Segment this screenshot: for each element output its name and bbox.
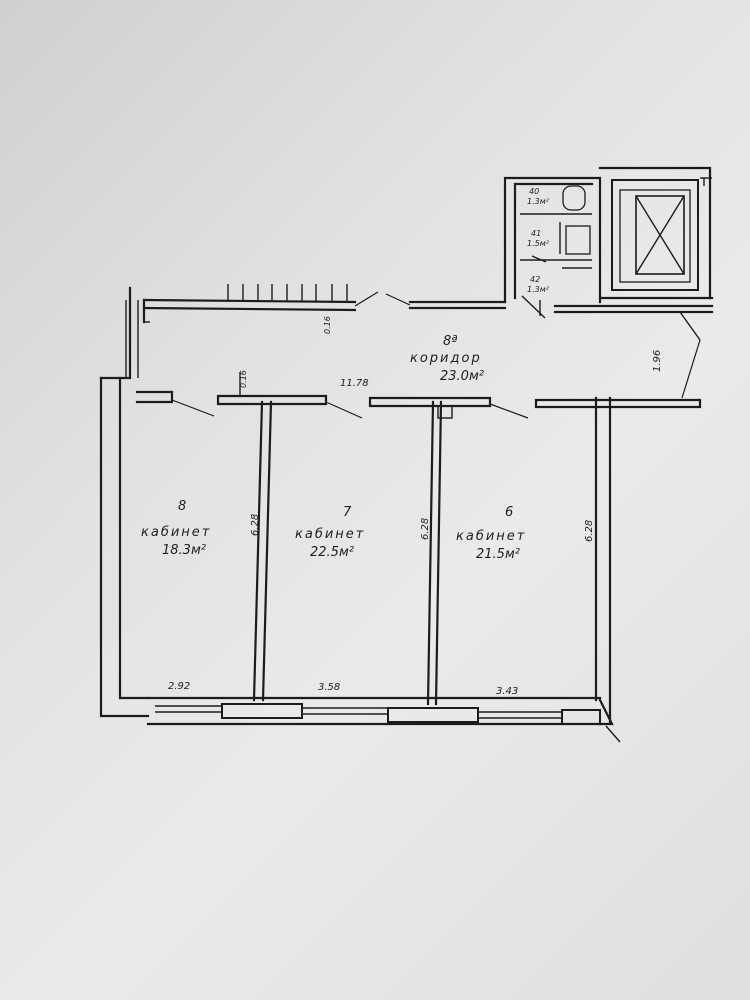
corridor-name: коридор	[410, 351, 482, 366]
room-8-name: кабинет	[141, 525, 211, 540]
window-segment	[387, 707, 479, 723]
elevator-shaft	[611, 179, 699, 291]
toilet-fixture	[562, 185, 586, 211]
room-7-area: 22.5м²	[310, 545, 354, 560]
room-6-area: 21.5м²	[476, 547, 520, 562]
wall-thickness-a: 0.16	[323, 316, 332, 334]
sanitary-labels: 40 1.3м² 41 1.5м² 42 1.3м²	[527, 187, 550, 294]
small-room-42-area: 1.3м²	[527, 285, 550, 294]
small-room-40-number: 40	[529, 187, 539, 196]
window-segment	[221, 703, 303, 719]
room-8-depth: 6.28	[250, 514, 261, 536]
small-room-41-number: 41	[531, 229, 541, 238]
room-7-name: кабинет	[295, 527, 365, 542]
corridor-length: 11.78	[340, 378, 369, 389]
small-room-40-area: 1.3м²	[527, 197, 550, 206]
wall-thickness-b: 0.16	[239, 370, 248, 388]
room-7-number: 7	[343, 505, 352, 520]
small-room-42-number: 42	[530, 275, 540, 284]
dimension-labels: 2.92 3.58 3.43 11.78 6.28 6.28 6.28 1.96…	[168, 316, 663, 697]
room-labels: 8 кабинет 18.3м² 7 кабинет 22.5м² 6 каби…	[141, 334, 526, 562]
room-8-area: 18.3м²	[162, 543, 206, 558]
sink-fixture	[565, 225, 591, 255]
room-6-name: кабинет	[456, 529, 526, 544]
doors	[171, 291, 701, 419]
radiator-ticks	[227, 284, 348, 302]
room-7-width: 3.58	[318, 682, 340, 693]
walls	[99, 166, 714, 743]
room-8-width: 2.92	[168, 681, 190, 692]
room-7-depth: 6.28	[420, 518, 431, 540]
window-segment	[561, 709, 601, 725]
small-room-41-area: 1.5м²	[527, 239, 550, 248]
corridor-area: 23.0м²	[440, 369, 484, 384]
room-6-number: 6	[505, 505, 513, 520]
room-8-number: 8	[178, 499, 186, 514]
room-6-width: 3.43	[496, 686, 518, 697]
room-6-depth: 6.28	[584, 520, 595, 542]
corridor-number: 8ª	[443, 334, 457, 349]
corridor-width: 1.96	[652, 350, 663, 372]
column-marker	[437, 405, 453, 419]
